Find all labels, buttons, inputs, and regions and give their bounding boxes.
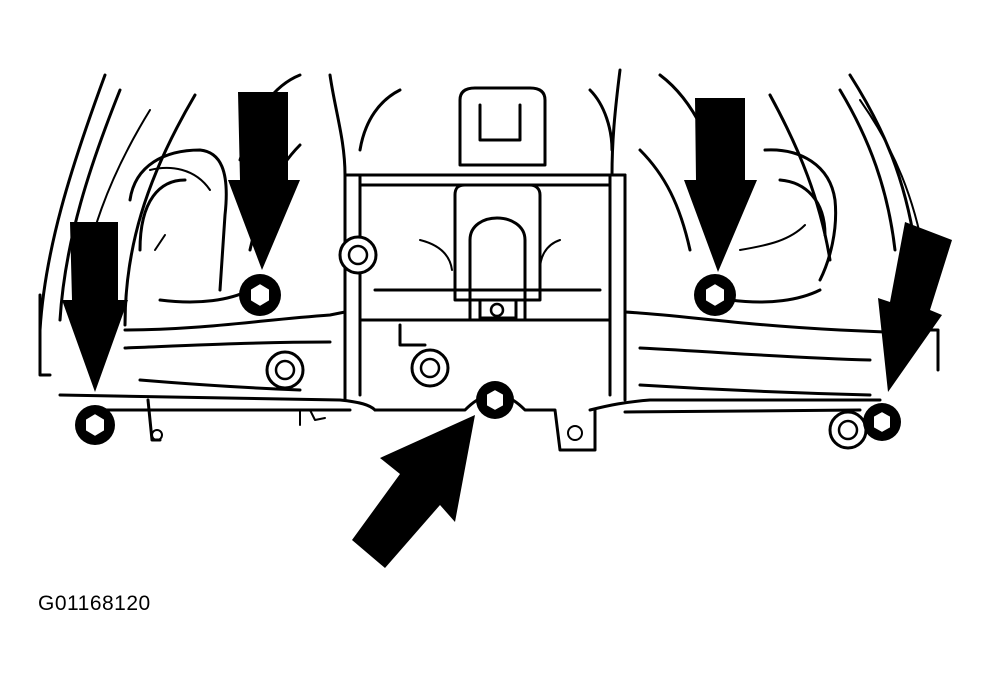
lower-flange [58, 310, 887, 452]
callout-arrows [62, 92, 952, 568]
arrow-far-right [878, 222, 952, 392]
nuts [75, 274, 901, 445]
arrow-far-left [62, 222, 128, 392]
figure-code: G01168120 [38, 592, 151, 615]
nut-center [476, 381, 514, 419]
arrow-left [228, 92, 300, 270]
nut-right [694, 274, 736, 316]
center-plenum [328, 68, 627, 402]
nut-far-left [75, 405, 115, 445]
arrow-center [352, 415, 475, 568]
nut-left [239, 274, 281, 316]
studs [265, 235, 868, 450]
arrow-right [684, 98, 757, 272]
nut-far-right [863, 403, 901, 441]
